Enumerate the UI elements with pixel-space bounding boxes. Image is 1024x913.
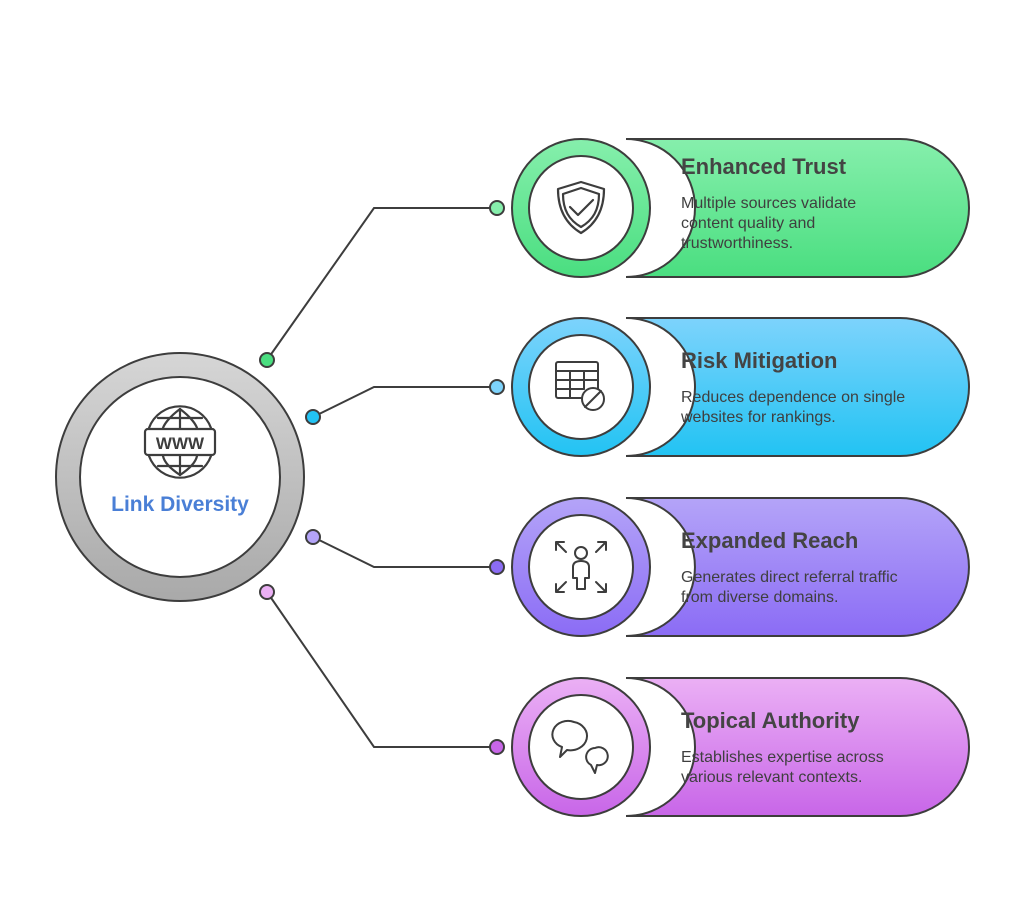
card-title: Expanded Reach — [681, 528, 859, 553]
card-text-risk-mitigation: Risk Mitigation Reduces dependence on si… — [681, 348, 971, 428]
connector-dot-1b — [489, 200, 505, 216]
connector-dot-3b — [489, 559, 505, 575]
card-risk-mitigation — [511, 317, 970, 457]
card-text-enhanced-trust: Enhanced Trust Multiple sources validate… — [681, 154, 971, 254]
chat-bubbles-icon — [551, 719, 609, 774]
connector-line-2 — [312, 386, 497, 418]
card-text-topical-authority: Topical Authority Establishes expertise … — [681, 708, 971, 788]
www-globe-icon: WWW — [143, 405, 217, 479]
connector-dot-2a — [305, 409, 321, 425]
connector-line-1 — [266, 207, 497, 361]
connector-dot-4b — [489, 739, 505, 755]
card-title: Topical Authority — [681, 708, 860, 733]
card-enhanced-trust — [511, 138, 970, 278]
connector-dot-3a — [305, 529, 321, 545]
card-expanded-reach — [511, 497, 970, 637]
connector-line-3 — [312, 536, 497, 568]
svg-text:WWW: WWW — [156, 434, 205, 453]
person-expand-arrows-icon — [555, 541, 607, 593]
connector-dot-1a — [259, 352, 275, 368]
connector-line-4 — [266, 591, 497, 748]
table-blocked-icon — [555, 361, 605, 411]
card-description: Establishes expertise across various rel… — [681, 749, 884, 786]
hub-label: Link Diversity — [111, 493, 249, 516]
card-title: Enhanced Trust — [681, 154, 847, 179]
connector-dot-4a — [259, 584, 275, 600]
connector-dot-2b — [489, 379, 505, 395]
card-description: Generates direct referral traffic from d… — [681, 569, 898, 606]
card-description: Reduces dependence on single websites fo… — [681, 389, 906, 426]
card-description: Multiple sources validate content qualit… — [681, 195, 857, 252]
card-topical-authority — [511, 677, 970, 817]
card-text-expanded-reach: Expanded Reach Generates direct referral… — [681, 528, 971, 608]
shield-check-icon — [556, 180, 606, 235]
card-title: Risk Mitigation — [681, 348, 838, 373]
